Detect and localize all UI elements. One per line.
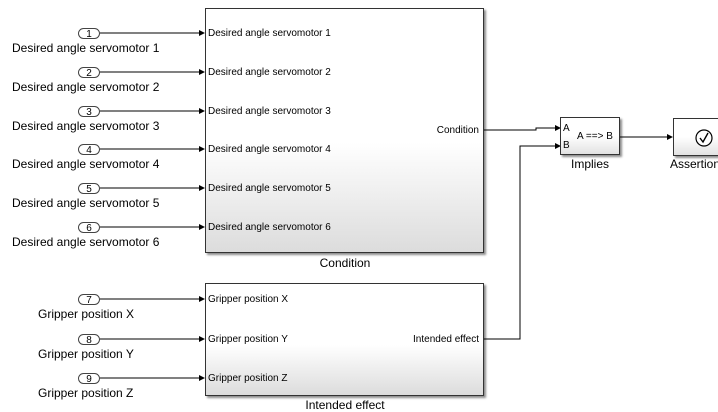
effect-input-label-z: Gripper position Z — [208, 373, 288, 384]
intended-effect-block-name: Intended effect — [305, 398, 385, 412]
inport-6[interactable]: 6 — [78, 222, 100, 234]
condition-input-label-2: Desired angle servomotor 2 — [208, 67, 331, 78]
assertion-block-name: Assertion — [670, 157, 718, 171]
inport-1[interactable]: 1 — [78, 28, 100, 40]
inport-label-7: Gripper position X — [38, 307, 135, 321]
condition-input-label-1: Desired angle servomotor 1 — [208, 28, 331, 39]
check-icon — [695, 129, 713, 147]
condition-output-label: Condition — [436, 125, 479, 136]
condition-input-label-6: Desired angle servomotor 6 — [208, 222, 331, 233]
effect-output-label: Intended effect — [413, 334, 479, 345]
inport-label-6: Desired angle servomotor 6 — [12, 235, 160, 249]
implies-port-b-label: B — [563, 140, 570, 151]
inport-label-4: Desired angle servomotor 4 — [12, 157, 160, 171]
effect-input-label-x: Gripper position X — [208, 294, 289, 305]
condition-subsystem[interactable]: Desired angle servomotor 1 Desired angle… — [205, 8, 484, 253]
inport-2[interactable]: 2 — [78, 67, 100, 79]
inport-7[interactable]: 7 — [78, 294, 100, 306]
implies-expression: A ==> B — [577, 131, 613, 142]
condition-to-implies-line — [484, 125, 561, 131]
effect-to-implies-line — [484, 143, 561, 340]
inport-4[interactable]: 4 — [78, 144, 100, 156]
condition-input-label-4: Desired angle servomotor 4 — [208, 144, 331, 155]
inport-5[interactable]: 5 — [78, 183, 100, 195]
implies-block[interactable]: A B A ==> B — [560, 117, 620, 155]
inport-9[interactable]: 9 — [78, 373, 100, 385]
condition-block-name: Condition — [319, 256, 371, 270]
implies-port-a-label: A — [563, 123, 570, 134]
implies-block-name: Implies — [570, 157, 609, 171]
condition-input-label-5: Desired angle servomotor 5 — [208, 183, 331, 194]
inport-label-3: Desired angle servomotor 3 — [12, 119, 160, 133]
assertion-block[interactable] — [673, 118, 718, 156]
condition-input-label-3: Desired angle servomotor 3 — [208, 106, 331, 117]
inport-label-2: Desired angle servomotor 2 — [12, 80, 160, 94]
inport-label-9: Gripper position Z — [38, 386, 134, 400]
intended-effect-subsystem[interactable]: Gripper position X Gripper position Y Gr… — [205, 283, 484, 396]
inport-label-8: Gripper position Y — [38, 347, 134, 361]
effect-input-label-y: Gripper position Y — [208, 334, 288, 345]
inport-label-5: Desired angle servomotor 5 — [12, 196, 160, 210]
inport-label-1: Desired angle servomotor 1 — [12, 41, 160, 55]
inport-8[interactable]: 8 — [78, 334, 100, 346]
inport-3[interactable]: 3 — [78, 106, 100, 118]
